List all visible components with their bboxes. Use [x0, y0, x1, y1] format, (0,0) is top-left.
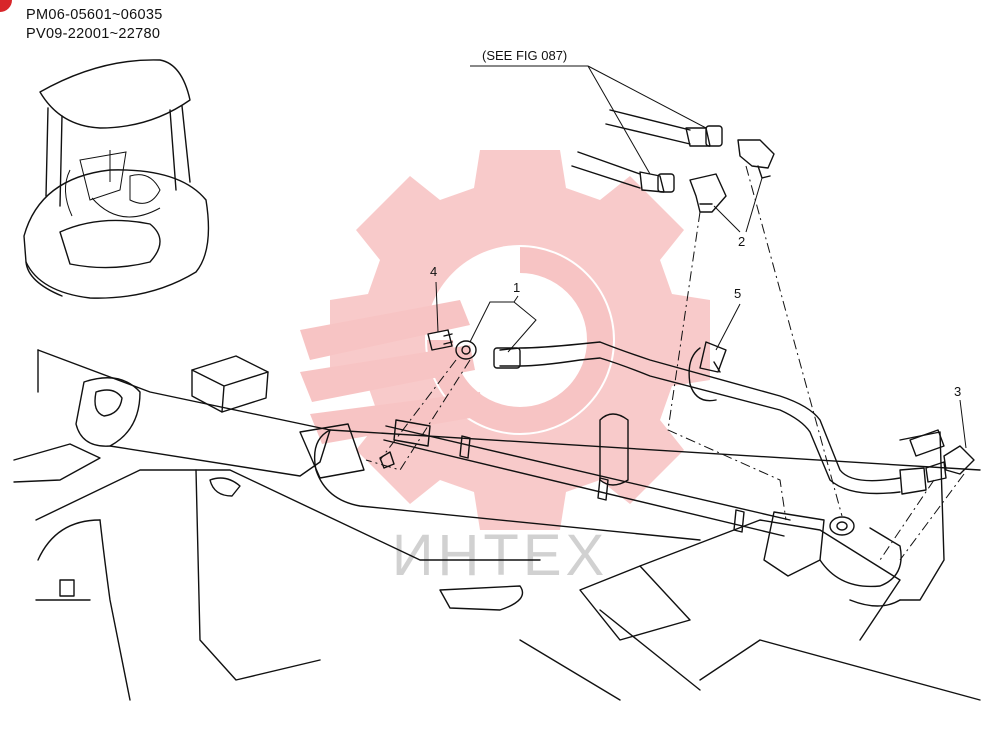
- svg-text:4: 4: [430, 264, 437, 279]
- svg-text:5: 5: [734, 286, 741, 301]
- part-2-elbow-b: [737, 139, 775, 179]
- callout-2: 2: [713, 177, 763, 249]
- part-4-bolt: [427, 329, 453, 351]
- pipe-assembly: [383, 419, 791, 537]
- serial-range-2: PV09-22001~22780: [26, 26, 161, 42]
- svg-text:2: 2: [738, 234, 745, 249]
- part-5-clamp: [688, 341, 727, 402]
- see-fig-087-label: (SEE FIG 087): [482, 48, 567, 63]
- frame-structure: [13, 349, 981, 701]
- part-2-elbow-a: [689, 173, 727, 213]
- part-1-washer: [455, 340, 477, 360]
- svg-text:1: 1: [513, 280, 520, 295]
- callout-4: 4: [430, 264, 439, 333]
- part-1-tube: [493, 341, 927, 495]
- svg-text:3: 3: [954, 384, 961, 399]
- page-corner-mark: [0, 0, 12, 12]
- part-3-fitting: [909, 429, 975, 483]
- watermark-logo: [300, 150, 710, 530]
- serial-range-1: PM06-05601~06035: [26, 7, 163, 23]
- callout-1: 1: [469, 280, 537, 353]
- hose-assembly: [571, 109, 723, 193]
- reference-leaders: [470, 65, 707, 175]
- callout-3: 3: [954, 384, 967, 449]
- assembly-guide-lines: [365, 165, 965, 561]
- callout-5: 5: [715, 286, 741, 351]
- machine-inset-illustration: [23, 59, 210, 299]
- watermark-text: ИНТЕХ: [392, 523, 608, 588]
